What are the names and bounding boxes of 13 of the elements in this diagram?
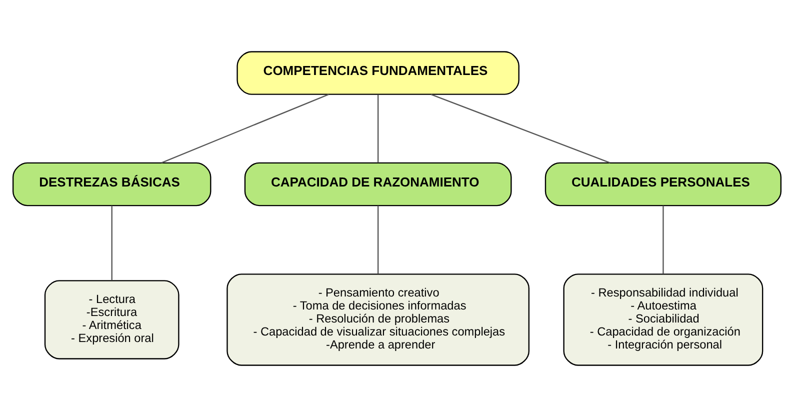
node-box: - Lectura -Escritura - Aritmética - Expresión oral (44, 280, 180, 360)
node-box: CUALIDADES PERSONALES (544, 162, 782, 206)
connector (377, 206, 379, 274)
node-box: - Responsabilidad individual - Autoestima - Sociabilidad - Capacidad de organización - Integración personal (563, 274, 764, 366)
node-box: CAPACIDAD DE RAZONAMIENTO (244, 162, 512, 206)
connector (161, 94, 329, 164)
node-box: COMPETENCIAS FUNDAMENTALES (236, 51, 520, 95)
node-box: DESTREZAS BÁSICAS (12, 162, 212, 206)
node-box: - Pensamiento creativo - Toma de decisiones informadas - Resolución de problemas - Capacidad de visualizar situaciones complejas -Aprende a aprender (226, 274, 530, 366)
connector (430, 94, 610, 164)
connector (377, 94, 379, 163)
connector (662, 206, 664, 274)
connector (111, 206, 112, 280)
